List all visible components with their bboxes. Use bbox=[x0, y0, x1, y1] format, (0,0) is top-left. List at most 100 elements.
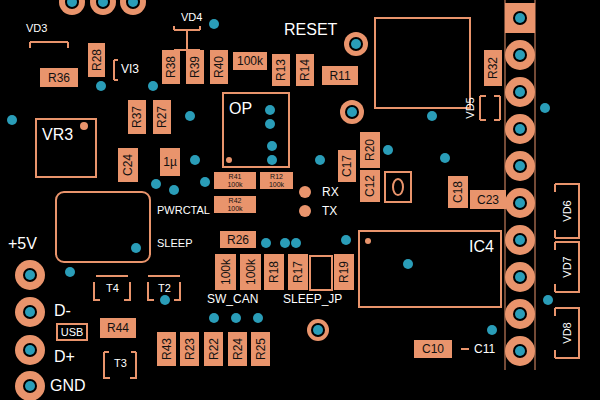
component-label: C18 bbox=[448, 176, 468, 208]
component-label: C24 bbox=[118, 148, 138, 182]
pad-hole bbox=[515, 198, 525, 208]
pad-hole bbox=[515, 50, 525, 60]
jumper-outline bbox=[310, 256, 332, 290]
via bbox=[96, 81, 106, 91]
pad-hole bbox=[25, 381, 35, 391]
part-name: 100k bbox=[245, 259, 257, 285]
via bbox=[427, 111, 437, 121]
pad-hole bbox=[513, 159, 527, 173]
part-name: R24 bbox=[232, 338, 244, 360]
silkscreen-label: VD6 bbox=[562, 200, 573, 221]
round-pad bbox=[120, 0, 146, 15]
via bbox=[341, 235, 351, 245]
polarity-dots bbox=[80, 122, 371, 244]
via bbox=[7, 115, 17, 125]
via bbox=[267, 141, 277, 151]
component-label: R36 bbox=[40, 68, 78, 87]
component-outline bbox=[385, 172, 411, 202]
pad-hole bbox=[349, 37, 363, 51]
component-label: R42100k bbox=[214, 196, 256, 213]
round-pad bbox=[307, 319, 329, 341]
via bbox=[151, 179, 161, 189]
component-label: R39 bbox=[186, 50, 204, 84]
part-name: VR3 bbox=[42, 126, 73, 144]
part-name: R19 bbox=[338, 261, 350, 283]
pad-hole bbox=[515, 13, 525, 23]
part-name: R41 bbox=[229, 173, 242, 181]
pads bbox=[7, 0, 553, 400]
via bbox=[209, 313, 219, 323]
part-outline: IC4 bbox=[358, 230, 502, 308]
component-label: R20 bbox=[360, 132, 380, 168]
part-name: R32 bbox=[487, 57, 499, 79]
round-pad bbox=[59, 0, 85, 15]
component-label: R24 bbox=[228, 332, 247, 366]
component-label: R25 bbox=[251, 332, 270, 366]
part-name: USB bbox=[61, 326, 84, 338]
part-name: R42 bbox=[229, 197, 242, 205]
component-label: R18 bbox=[264, 254, 284, 290]
pad-hole bbox=[513, 122, 527, 136]
pad-hole bbox=[313, 325, 323, 335]
part-name: R27 bbox=[156, 106, 168, 128]
crystal-outline bbox=[56, 192, 150, 262]
part-name: R36 bbox=[48, 71, 70, 85]
component-label: 100k bbox=[215, 254, 236, 290]
pad-hole bbox=[23, 305, 37, 319]
part-name: R20 bbox=[364, 139, 376, 161]
pad-hole bbox=[345, 105, 359, 119]
component-label: R23 bbox=[180, 332, 199, 366]
via bbox=[487, 325, 497, 335]
round-pad bbox=[505, 262, 535, 292]
silkscreen-label: VD7 bbox=[562, 256, 573, 277]
via bbox=[209, 19, 219, 29]
leader-dash bbox=[461, 348, 469, 350]
component-label: R41100k bbox=[214, 172, 256, 189]
round-pad bbox=[505, 151, 535, 181]
via bbox=[131, 243, 141, 253]
diode-bracket bbox=[555, 184, 579, 238]
via bbox=[200, 177, 210, 187]
silkscreen-label: VD3 bbox=[26, 23, 47, 34]
via bbox=[190, 155, 200, 165]
silkscreen-label: T2 bbox=[158, 283, 171, 294]
diode-bracket bbox=[555, 308, 579, 358]
pad-hole bbox=[513, 344, 527, 358]
part-name: R40 bbox=[213, 56, 225, 78]
component-label: R38 bbox=[162, 50, 180, 84]
part-name: 100k bbox=[269, 181, 284, 189]
component-outline bbox=[393, 179, 403, 195]
pad-hole bbox=[23, 268, 37, 282]
silkscreen-label: D- bbox=[54, 303, 71, 319]
silkscreen-label: TX bbox=[322, 205, 337, 217]
regulator-bracket bbox=[114, 60, 118, 80]
part-name: 100k bbox=[227, 181, 242, 189]
pad-hole bbox=[25, 307, 35, 317]
pad-hole bbox=[513, 233, 527, 247]
component-label: R32 bbox=[484, 50, 502, 86]
pad-hole bbox=[65, 0, 79, 9]
component-label: R26 bbox=[220, 231, 256, 248]
part-name: R17 bbox=[292, 261, 304, 283]
component-label: R17 bbox=[288, 254, 308, 290]
via bbox=[261, 238, 271, 248]
pad-hole bbox=[67, 0, 77, 7]
via bbox=[267, 155, 277, 165]
component-label: R22 bbox=[204, 332, 223, 366]
via bbox=[185, 111, 195, 121]
pad-hole bbox=[347, 107, 357, 117]
via bbox=[543, 295, 553, 305]
pin1-dot bbox=[226, 157, 232, 163]
part-name: C23 bbox=[477, 193, 499, 207]
silkscreen-label: SLEEP_JP bbox=[283, 293, 342, 305]
part-name: C10 bbox=[422, 342, 444, 356]
round-pad bbox=[340, 100, 364, 124]
component-label: R28 bbox=[88, 43, 105, 77]
part-name: R44 bbox=[107, 321, 129, 335]
via bbox=[440, 153, 450, 163]
part-name: R13 bbox=[275, 59, 287, 81]
via bbox=[253, 313, 263, 323]
pad-hole bbox=[513, 270, 527, 284]
pad-hole bbox=[128, 0, 138, 7]
pad-hole bbox=[25, 345, 35, 355]
